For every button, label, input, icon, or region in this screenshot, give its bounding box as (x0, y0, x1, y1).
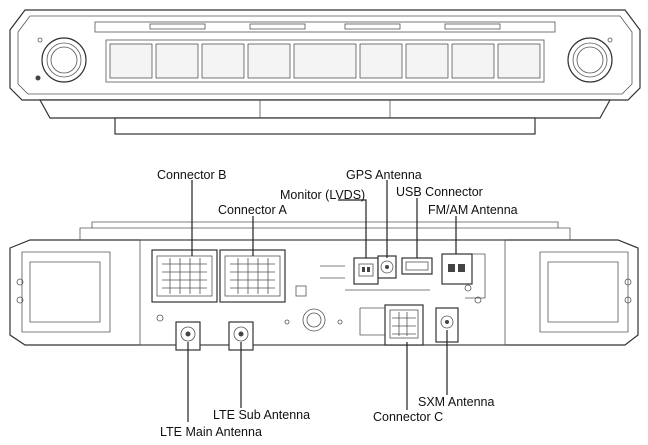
fm-am-antenna-connector-icon (441, 253, 473, 285)
connector-a-icon (219, 249, 286, 303)
front-view (9, 9, 641, 135)
label-connector-b: Connector B (157, 168, 226, 182)
label-monitor-lvds: Monitor (LVDS) (280, 188, 365, 202)
usb-connector-icon (401, 257, 433, 275)
label-fm-am-antenna: FM/AM Antenna (428, 203, 518, 217)
rear-view (9, 221, 639, 351)
label-connector-a: Connector A (218, 203, 287, 217)
label-sxm-antenna: SXM Antenna (418, 395, 494, 409)
leader-lines (187, 180, 457, 422)
bolt-icon (302, 308, 326, 332)
monitor-lvds-connector-icon (353, 257, 379, 285)
left-knob-icon (41, 37, 87, 83)
label-gps-antenna: GPS Antenna (346, 168, 422, 182)
label-lte-sub-antenna: LTE Sub Antenna (213, 408, 310, 422)
connector-c-icon (384, 304, 424, 346)
right-knob-icon (567, 37, 613, 83)
label-usb-connector: USB Connector (396, 185, 483, 199)
gps-antenna-port-icon (377, 255, 397, 279)
connector-b-icon (151, 249, 218, 303)
label-lte-main-antenna: LTE Main Antenna (160, 425, 262, 439)
label-connector-c: Connector C (373, 410, 443, 424)
